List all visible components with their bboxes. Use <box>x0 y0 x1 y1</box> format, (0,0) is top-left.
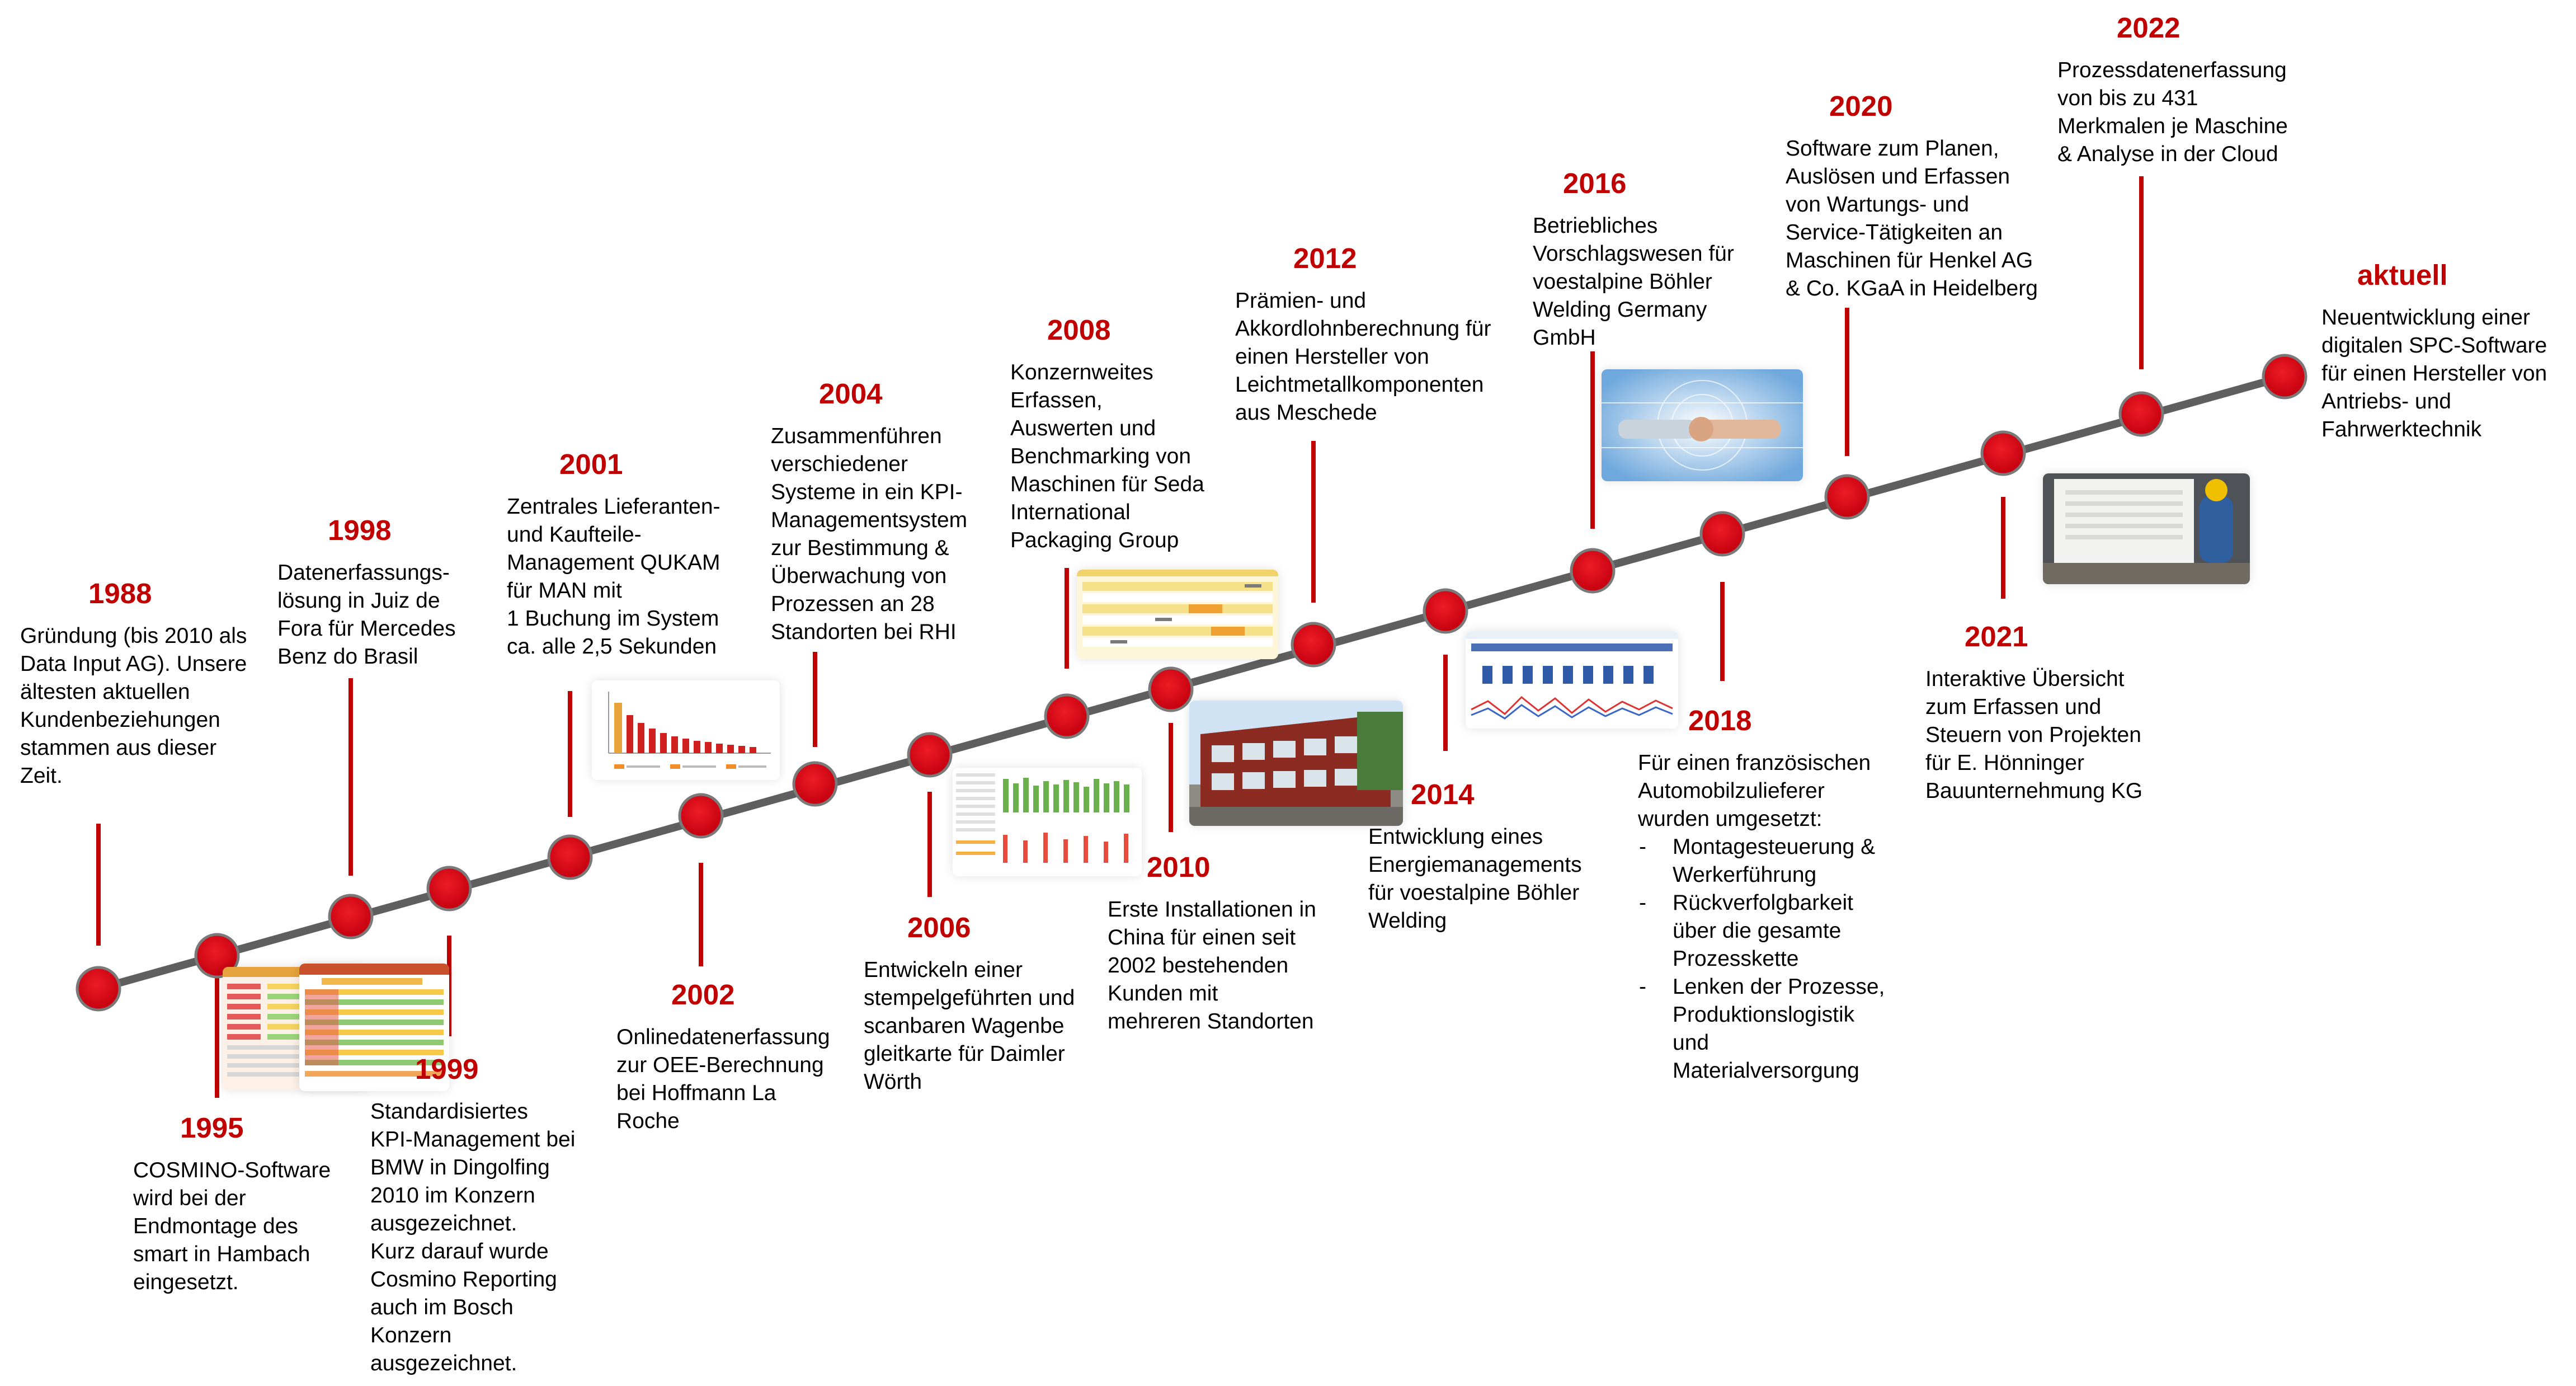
event-text: Betriebliches Vorschlagswesen für voesta… <box>1533 214 1734 350</box>
event-2012: 2012 Prämien- und Akkordlohnberechnung f… <box>1235 244 1515 427</box>
event-text: Prämien- und Akkordlohnberechnung für ei… <box>1235 289 1491 425</box>
event-year: 2006 <box>907 912 971 943</box>
event-year: 2010 <box>1147 851 1211 883</box>
event-text: Konzernweites Erfassen, Auswerten und Be… <box>1010 360 1204 552</box>
event-text: Gründung (bis 2010 als Data Input AG). U… <box>20 624 247 788</box>
event-2016: 2016 Betriebliches Vorschlagswesen für v… <box>1533 169 1768 352</box>
timeline-node-2012 <box>1291 622 1336 668</box>
presentation-photo-2021 <box>2043 473 2250 584</box>
timeline-node-1998 <box>328 894 374 939</box>
event-text: Erste Installationen in China für einen … <box>1108 898 1316 1033</box>
timeline-node-2008 <box>1044 693 1090 739</box>
event-2020: 2020 Software zum Planen, Auslösen und E… <box>1786 92 2076 303</box>
bullet-list: Montagesteuerung & WerkerführungRückverf… <box>1638 833 1929 1085</box>
timeline-node-2018 <box>1699 511 1745 557</box>
event-aktuell: aktuell Neuentwicklung einer digitalen S… <box>2321 261 2568 444</box>
timeline-node-2010 <box>1148 666 1194 712</box>
event-year: 2002 <box>671 979 735 1011</box>
event-year: 2014 <box>1411 778 1475 810</box>
event-text: COSMINO-Software wird bei der Endmontage… <box>133 1158 331 1294</box>
event-1995: 1995 COSMINO-Software wird bei der Endmo… <box>133 1114 362 1296</box>
event-year: 2018 <box>1688 704 1752 736</box>
event-year: 2001 <box>559 448 623 480</box>
event-year: 1999 <box>415 1053 479 1085</box>
event-year: 1988 <box>88 577 152 609</box>
screenshot-thumbnail-2006 <box>953 768 1142 876</box>
event-text: Onlinedatenerfassung zur OEE-Berechnung … <box>616 1025 830 1133</box>
event-text: Zentrales Lieferanten- und Kaufteile- Ma… <box>507 495 720 659</box>
event-2002: 2002 Onlinedatenerfassung zur OEE-Berech… <box>616 980 851 1135</box>
event-text: Entwicklung eines Energiemanagements für… <box>1368 825 1582 933</box>
event-text: Zusammenführen verschiedener Systeme in … <box>771 424 968 644</box>
event-year: 2020 <box>1829 90 1893 122</box>
event-text: Interaktive Übersicht zum Erfassen und S… <box>1925 667 2143 803</box>
timeline-node-2014 <box>1423 588 1468 634</box>
timeline-node-2020 <box>1824 474 1870 520</box>
screenshot-thumbnail-1999 <box>299 964 449 1091</box>
bullet-item: Lenken der Prozesse, Produktionslogistik… <box>1638 973 1929 1085</box>
event-1998: 1998 Datenerfassungs- lösung in Juiz de … <box>277 516 501 671</box>
event-year: 1995 <box>180 1112 244 1144</box>
screenshot-thumbnail-2008 <box>1077 570 1278 659</box>
event-text: Prozessdatenerfassung von bis zu 431 Mer… <box>2057 58 2288 166</box>
event-2004: 2004 Zusammenführen verschiedener System… <box>771 379 1006 646</box>
event-2014: 2014 Entwicklung eines Energiemanagement… <box>1368 780 1614 935</box>
timeline-node-1988 <box>76 966 121 1012</box>
event-1988: 1988 Gründung (bis 2010 als Data Input A… <box>20 579 261 790</box>
event-text: Standardisiertes KPI-Management bei BMW … <box>370 1100 576 1375</box>
timeline-node-aktuell <box>2262 354 2307 400</box>
timeline-node-2022 <box>2118 391 2164 437</box>
event-year: aktuell <box>2357 259 2448 291</box>
event-year: 2016 <box>1563 167 1627 199</box>
event-2022: 2022 Prozessdatenerfassung von bis zu 43… <box>2057 13 2326 168</box>
event-text: Für einen französischen Automobilzuliefe… <box>1638 751 1871 831</box>
event-1999: 1999 Standardisiertes KPI-Management bei… <box>370 1055 605 1378</box>
event-text: Software zum Planen, Auslösen und Erfass… <box>1786 137 2038 300</box>
timeline-node-2004 <box>792 761 838 807</box>
event-2001: 2001 Zentrales Lieferanten- und Kaufteil… <box>507 450 747 661</box>
handshake-photo-2016 <box>1602 369 1803 481</box>
timeline-node-2021 <box>1980 430 2026 476</box>
event-year: 2021 <box>1965 621 2028 652</box>
bullet-item: Rückverfolgbarkeit über die gesamte Proz… <box>1638 889 1929 973</box>
timeline-node-1995 <box>194 933 240 979</box>
screenshot-thumbnail-2001 <box>592 680 780 780</box>
event-2006: 2006 Entwickeln einer stempelgeführten u… <box>864 913 1104 1096</box>
event-text: Datenerfassungs- lösung in Juiz de Fora … <box>277 561 456 669</box>
event-2018: 2018 Für einen französischen Automobilzu… <box>1638 706 1929 1085</box>
event-year: 2022 <box>2117 12 2181 44</box>
event-year: 2004 <box>819 378 883 410</box>
timeline-node-2016 <box>1570 548 1616 594</box>
timeline-node-2002 <box>678 793 724 839</box>
event-2010: 2010 Erste Installationen in China für e… <box>1108 853 1354 1036</box>
screenshot-thumbnail-2014 <box>1466 631 1678 729</box>
timeline-node-1999 <box>426 866 472 912</box>
building-photo-2010 <box>1189 701 1403 826</box>
event-year: 2012 <box>1293 242 1357 274</box>
event-year: 1998 <box>328 514 392 546</box>
event-text: Neuentwicklung einer digitalen SPC-Softw… <box>2321 306 2547 441</box>
event-2021: 2021 Interaktive Übersicht zum Erfassen … <box>1925 622 2183 805</box>
timeline-node-2001 <box>547 834 593 880</box>
event-2008: 2008 Konzernweites Erfassen, Auswerten u… <box>1010 316 1245 555</box>
bullet-item: Montagesteuerung & Werkerführung <box>1638 833 1929 889</box>
event-text: Entwickeln einer stempelgeführten und sc… <box>864 958 1075 1094</box>
event-year: 2008 <box>1047 314 1111 346</box>
timeline-node-2006 <box>907 732 953 778</box>
